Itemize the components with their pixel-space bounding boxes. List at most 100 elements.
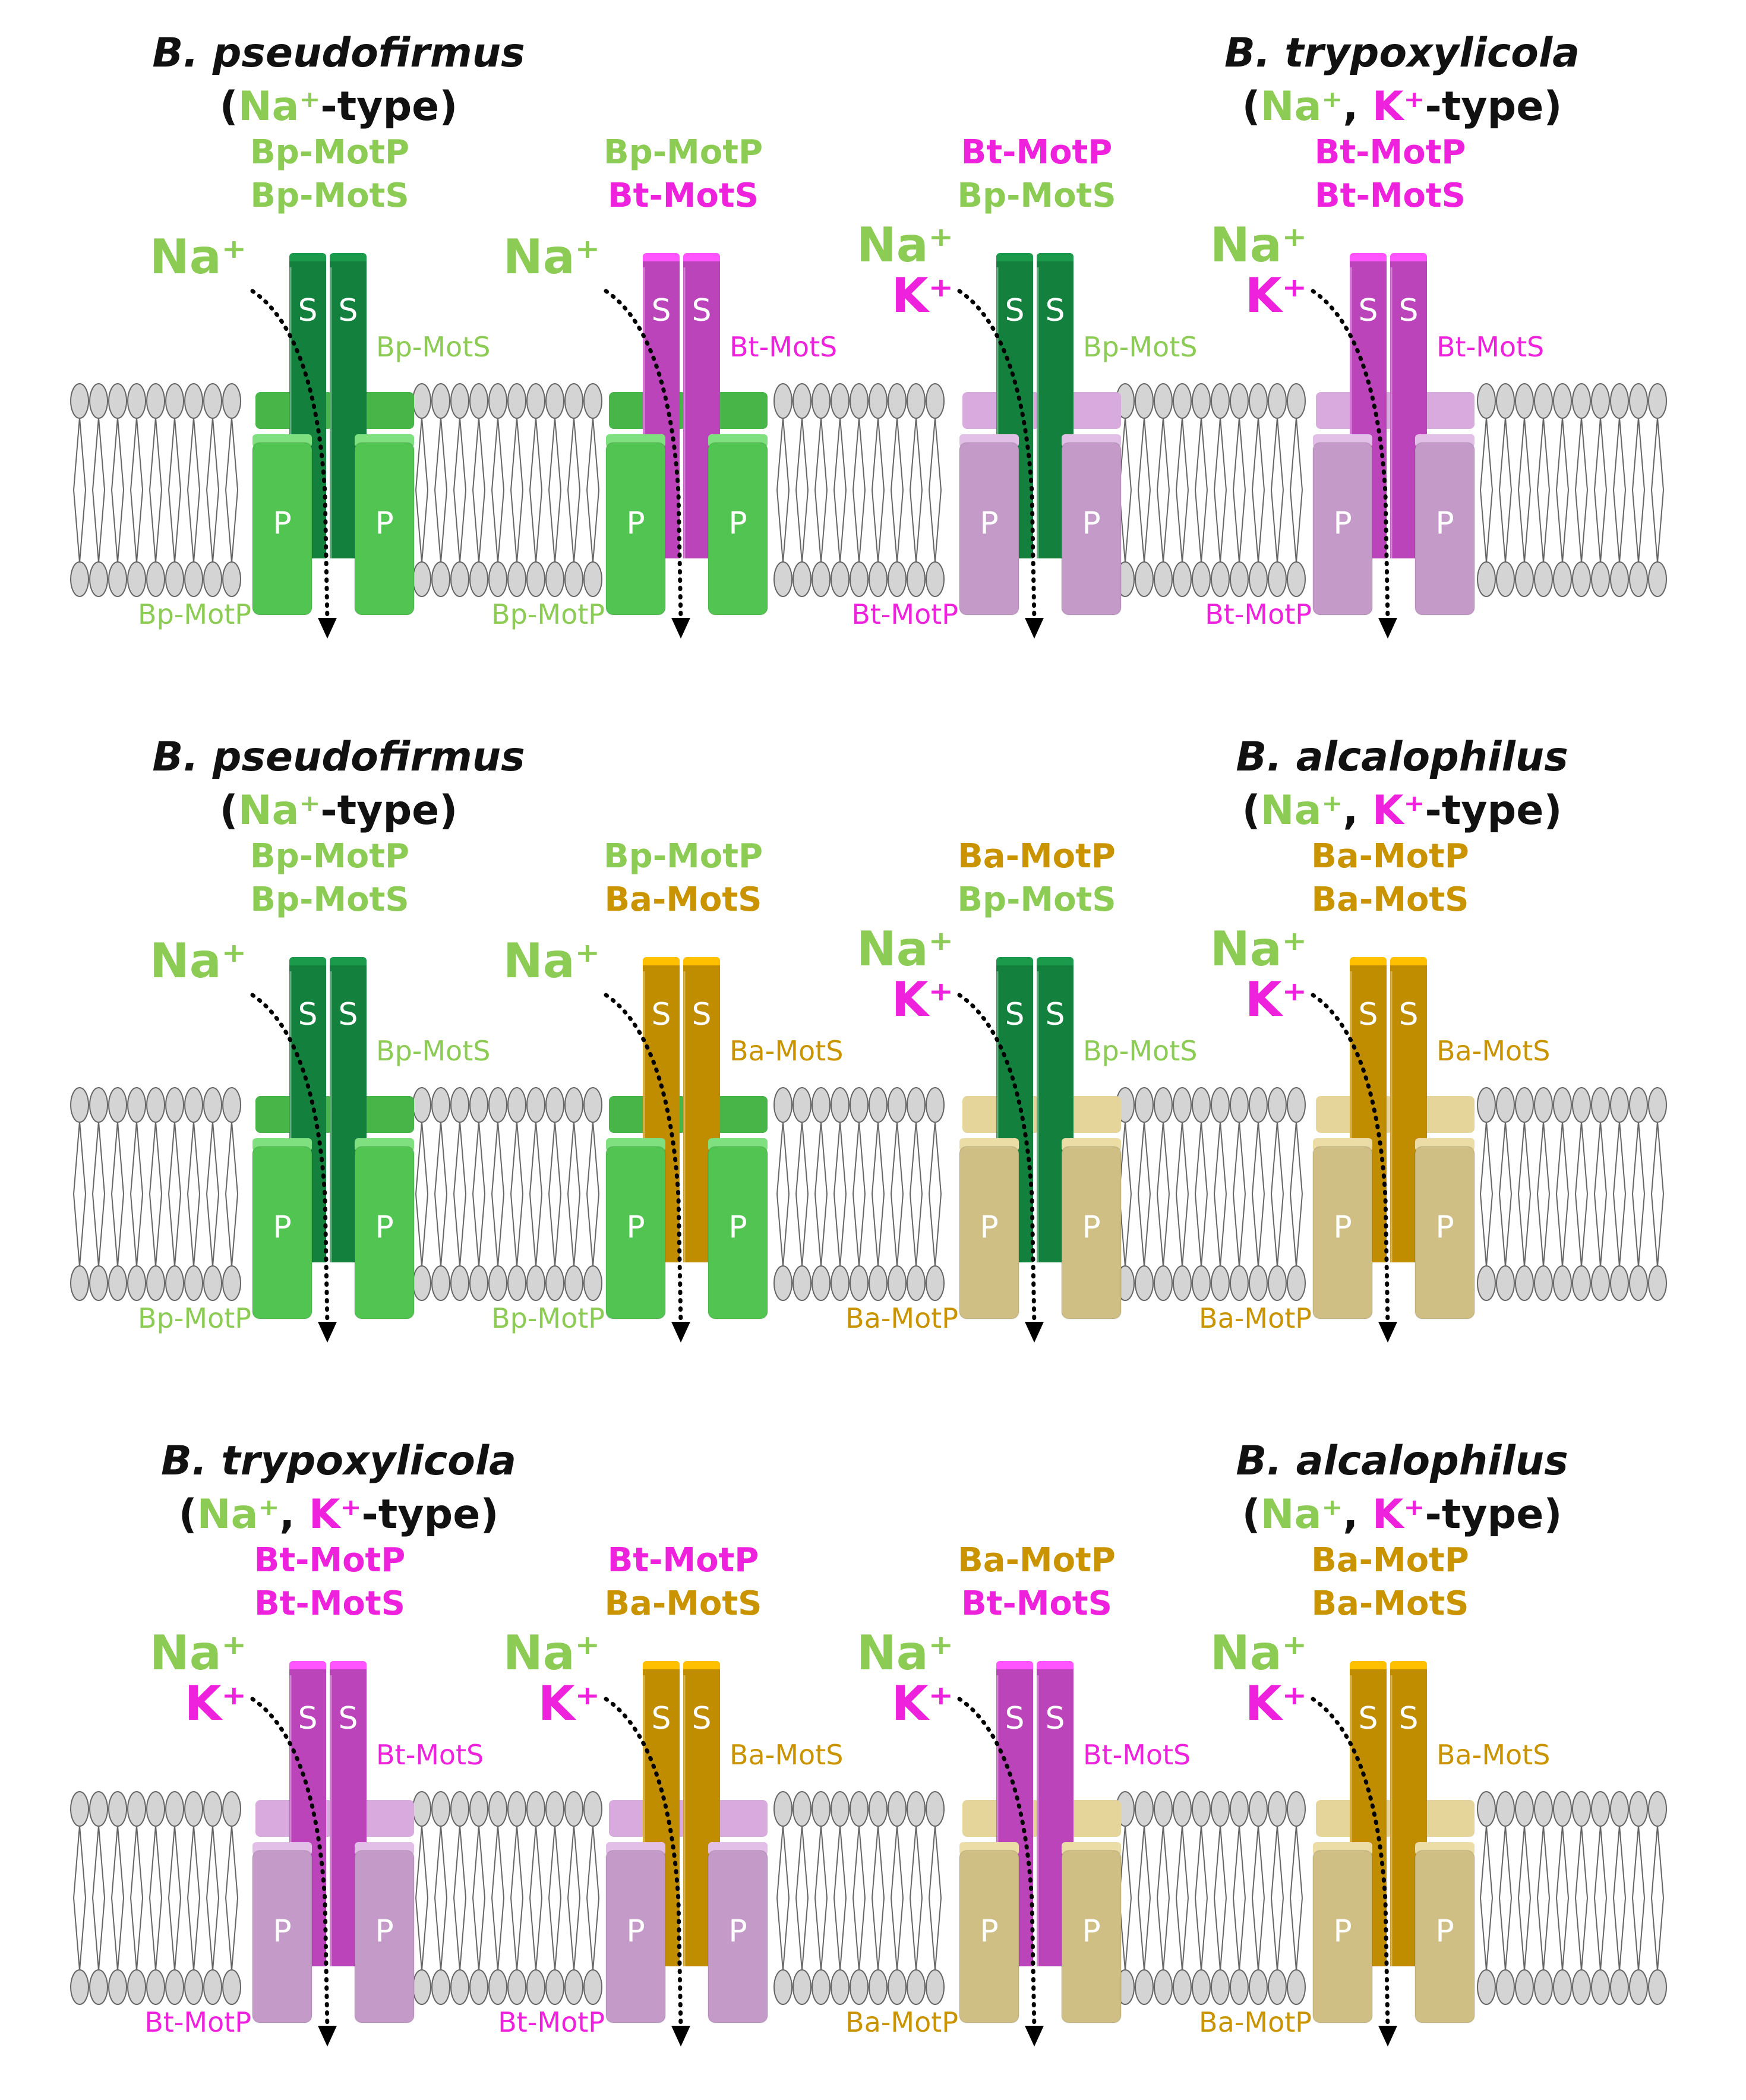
motp-letter: P (728, 1913, 747, 1949)
ion-flow-path (604, 993, 683, 1327)
lipid-head (1591, 1791, 1610, 1827)
lipid-tail (910, 1121, 923, 1267)
lipid-head (1591, 561, 1610, 597)
lipid-tail (1119, 1825, 1132, 1971)
lipid-head (1553, 1969, 1572, 2005)
lipid-head (1192, 1969, 1211, 2005)
lipid-head (583, 1791, 602, 1827)
type-close: -type) (320, 83, 457, 130)
motp-subunit (1312, 1850, 1373, 2023)
lipid-head (1249, 383, 1268, 419)
lipid-head (773, 561, 793, 597)
lipid-head (488, 1969, 507, 2005)
lipid-head (469, 1265, 488, 1301)
lipid-tail (1632, 1121, 1645, 1267)
mots-side-label: Bt-MotS (1436, 331, 1544, 363)
motp-composition-label: Ba-MotP (958, 837, 1116, 876)
lipid-head (1154, 1087, 1173, 1123)
lipid-tail (168, 1121, 181, 1267)
motp-letter: P (1333, 1913, 1352, 1949)
lipid-head (108, 383, 127, 419)
lipid-head (1496, 383, 1515, 419)
motp-subunit (1415, 442, 1475, 615)
lipid-head (850, 561, 869, 597)
lipid-tail (1176, 1121, 1189, 1267)
lipid-head (1173, 561, 1192, 597)
panel-row: B. trypoxylicola(Na⁺, K⁺-type)B. alcalop… (70, 1438, 1667, 2047)
lipid-head (203, 1969, 222, 2005)
lipid-head (165, 1087, 184, 1123)
motp-composition-label: Bt-MotP (254, 1541, 406, 1580)
lipid-head (222, 1791, 241, 1827)
lipid-tail (1119, 417, 1132, 563)
mots-composition-label: Bp-MotS (957, 880, 1116, 919)
motp-side-label: Bt-MotP (498, 2006, 605, 2038)
lipid-tail (1252, 1825, 1265, 1971)
lipid-tail (1518, 417, 1531, 563)
lipid-head (1268, 1087, 1287, 1123)
lipid-head (545, 1969, 564, 2005)
motp-subunit (605, 442, 666, 615)
type-ion-na: Na⁺ (1261, 83, 1343, 130)
lipid-head (850, 1265, 869, 1301)
lipid-tail (833, 1825, 847, 1971)
mots-side-label: Bt-MotS (1083, 1739, 1191, 1771)
lipid-tail (872, 1825, 885, 1971)
lipid-tail (548, 1121, 561, 1267)
lipid-head (1249, 1791, 1268, 1827)
lipid-head (1610, 1791, 1629, 1827)
lipid-head (1648, 1087, 1667, 1123)
lipid-tail (415, 417, 428, 563)
lipid-tail (776, 1121, 790, 1267)
lipid-tail (853, 1121, 866, 1267)
lipid-head (89, 561, 108, 597)
lipid-tail (1214, 417, 1227, 563)
lipid-tail (73, 417, 86, 563)
lipid-head (222, 383, 241, 419)
lipid-head (1211, 561, 1230, 597)
mots-letter: S (692, 293, 711, 329)
lipid-head (222, 1969, 241, 2005)
lipid-tail (814, 1121, 828, 1267)
lipid-head (70, 561, 89, 597)
lipid-tail (1290, 1121, 1303, 1267)
lipid-head (89, 1791, 108, 1827)
lipid-head (431, 1265, 450, 1301)
mots-side-label: Bt-MotS (730, 331, 837, 363)
lipid-head (907, 1791, 926, 1827)
lipid-head (812, 1265, 831, 1301)
motp-composition-label: Ba-MotP (1311, 837, 1469, 876)
type-close: -type) (1425, 787, 1562, 834)
lipid-head (184, 383, 203, 419)
lipid-head (1534, 383, 1553, 419)
lipid-tail (1233, 417, 1246, 563)
lipid-head (869, 1087, 888, 1123)
lipid-head (165, 1969, 184, 2005)
ion-flow-arrow (318, 1322, 337, 1343)
lipid-tail (453, 417, 466, 563)
lipid-head (450, 1969, 469, 2005)
type-close: -type) (361, 1491, 498, 1538)
lipid-head (1154, 383, 1173, 419)
lipid-head (1477, 1969, 1496, 2005)
lipid-head (583, 1265, 602, 1301)
lipid-head (89, 383, 108, 419)
lipid-head (1192, 383, 1211, 419)
lipid-head (507, 1791, 526, 1827)
species-name: B. pseudofirmus (152, 30, 525, 77)
lipid-head (1534, 1087, 1553, 1123)
lipid-head (127, 1969, 146, 2005)
lipid-tail (1157, 1825, 1170, 1971)
ion-label-bg (511, 936, 600, 992)
lipid-head (526, 1969, 545, 2005)
mots-side-label: Ba-MotS (730, 1739, 843, 1771)
lipid-tail (434, 417, 447, 563)
mots-letter: S (298, 1701, 317, 1736)
lipid-tail (1556, 417, 1569, 563)
lipid-head (108, 1969, 127, 2005)
species-name: B. pseudofirmus (152, 734, 525, 781)
lipid-head (1534, 1791, 1553, 1827)
lipid-head (108, 1791, 127, 1827)
